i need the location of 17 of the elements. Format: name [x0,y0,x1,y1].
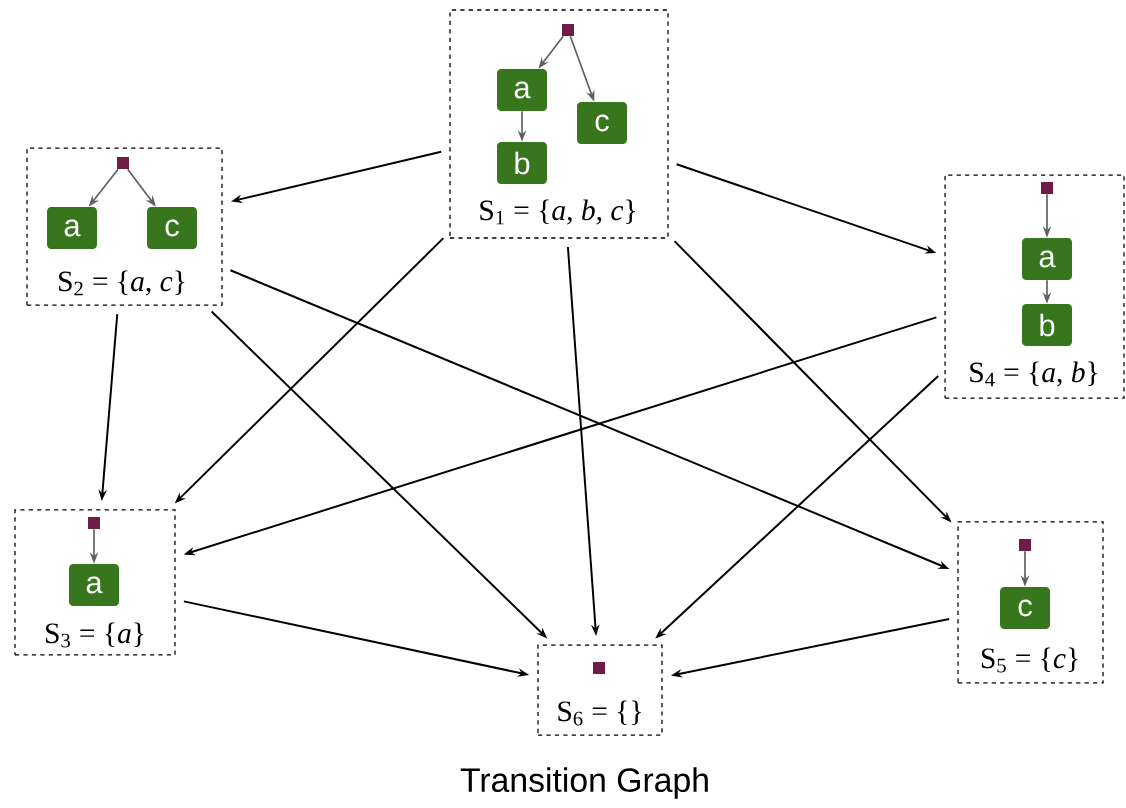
root-square [1019,539,1031,551]
element-box: a [497,69,547,111]
root-square [88,517,100,529]
element-box: c [577,102,627,144]
root-square [117,157,129,169]
element-box: b [1022,304,1072,346]
root-square [1041,182,1053,194]
element-box: a [1022,238,1072,280]
root-square [562,24,574,36]
element-box: c [1000,587,1050,629]
root-square [593,662,605,674]
element-box: b [497,142,547,184]
element-box: a [47,207,97,249]
state-box: S$_{6}$ = {} [537,644,663,736]
element-box: c [147,207,197,249]
caption: Transition Graph [460,767,708,799]
element-box: a [69,564,119,606]
